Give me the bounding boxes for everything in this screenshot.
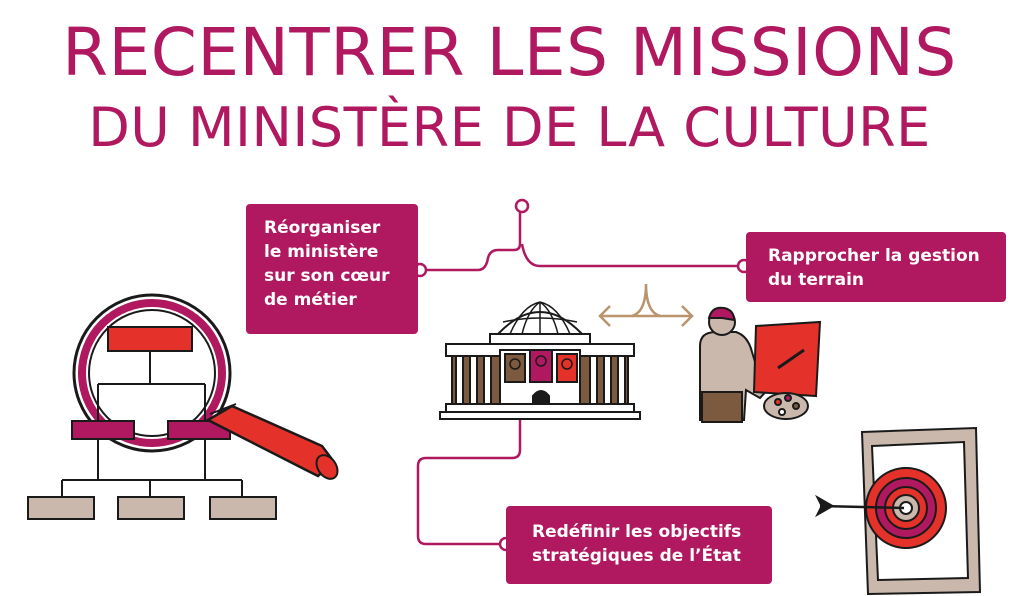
connector-lines bbox=[416, 212, 744, 546]
box-redefinir: Redéfinir les objectifs stratégiques de … bbox=[506, 506, 772, 584]
arrow-icon bbox=[815, 494, 905, 518]
museum-icon bbox=[439, 301, 641, 420]
title-line-1: RECENTRER LES MISSIONS bbox=[62, 14, 957, 91]
box-rapprocher: Rapprocher la gestion du terrain bbox=[746, 232, 1006, 302]
box-reorganiser-text: Réorganiser le ministère sur son cœur de… bbox=[264, 218, 390, 310]
box-reorganiser: Réorganiser le ministère sur son cœur de… bbox=[246, 204, 418, 334]
magnifier-org-chart-icon bbox=[27, 293, 339, 520]
title-line-2: DU MINISTÈRE DE LA CULTURE bbox=[88, 96, 931, 159]
box-redefinir-text: Redéfinir les objectifs stratégiques de … bbox=[532, 522, 742, 566]
painter-icon bbox=[699, 306, 822, 423]
connector-node-top bbox=[514, 198, 530, 214]
framed-target-icon bbox=[860, 426, 982, 596]
box-rapprocher-text: Rapprocher la gestion du terrain bbox=[768, 246, 980, 290]
exchange-arrows-icon bbox=[598, 283, 694, 327]
